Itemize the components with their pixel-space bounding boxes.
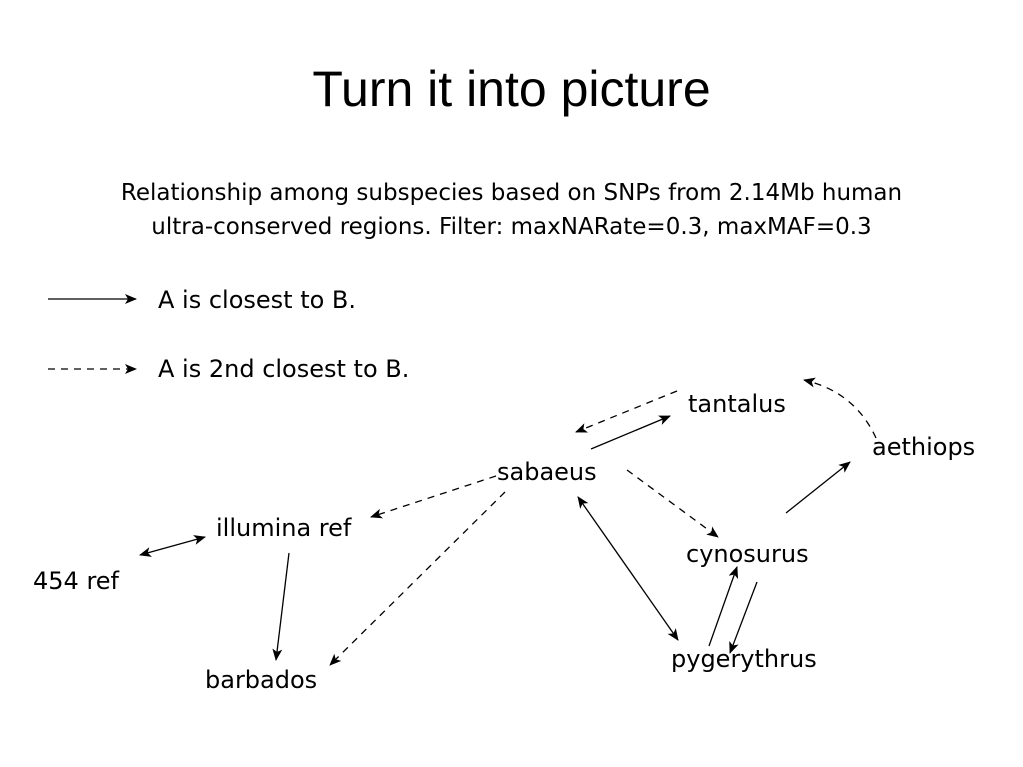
- caption-line-1: Relationship among subspecies based on S…: [120, 180, 903, 206]
- edge-sabaeus-to-tantalus: [590, 415, 671, 450]
- edge-illumina-ref-to-barbados: [272, 552, 290, 661]
- diagram-caption: Relationship among subspecies based on S…: [30, 176, 993, 244]
- edge-tantalus-to-sabaeus: [575, 390, 678, 433]
- node-illumina-ref: illumina ref: [216, 514, 352, 542]
- edge-sabaeus-to-barbados: [329, 491, 506, 666]
- edge-sabaeus-to-illumina-ref: [370, 475, 497, 519]
- node-454-ref: 454 ref: [33, 567, 120, 595]
- caption-line-2: ultra-conserved regions. Filter: maxNARa…: [151, 214, 872, 240]
- edge-pygerythrus-to-cynosurus: [708, 566, 739, 647]
- node-barbados: barbados: [205, 666, 317, 694]
- edge-sabaeus-to-cynosurus: [626, 469, 719, 538]
- legend-dashed-label: A is 2nd closest to B.: [158, 355, 409, 383]
- node-sabaeus: sabaeus: [497, 458, 597, 486]
- edge-cynosurus-to-pygerythrus: [729, 581, 758, 654]
- edge-sabaeus-pygerythrus: [577, 496, 679, 641]
- node-cynosurus: cynosurus: [686, 540, 809, 568]
- node-tantalus: tantalus: [688, 390, 786, 418]
- slide-title: Turn it into picture: [312, 61, 711, 117]
- node-aethiops: aethiops: [872, 433, 975, 461]
- edge-aethiops-to-tantalus: [803, 377, 877, 439]
- legend-solid-label: A is closest to B.: [158, 286, 356, 314]
- edge-illumina-ref-454-ref: [139, 535, 206, 557]
- edge-cynosurus-to-aethiops: [785, 461, 851, 514]
- node-pygerythrus: pygerythrus: [671, 645, 817, 673]
